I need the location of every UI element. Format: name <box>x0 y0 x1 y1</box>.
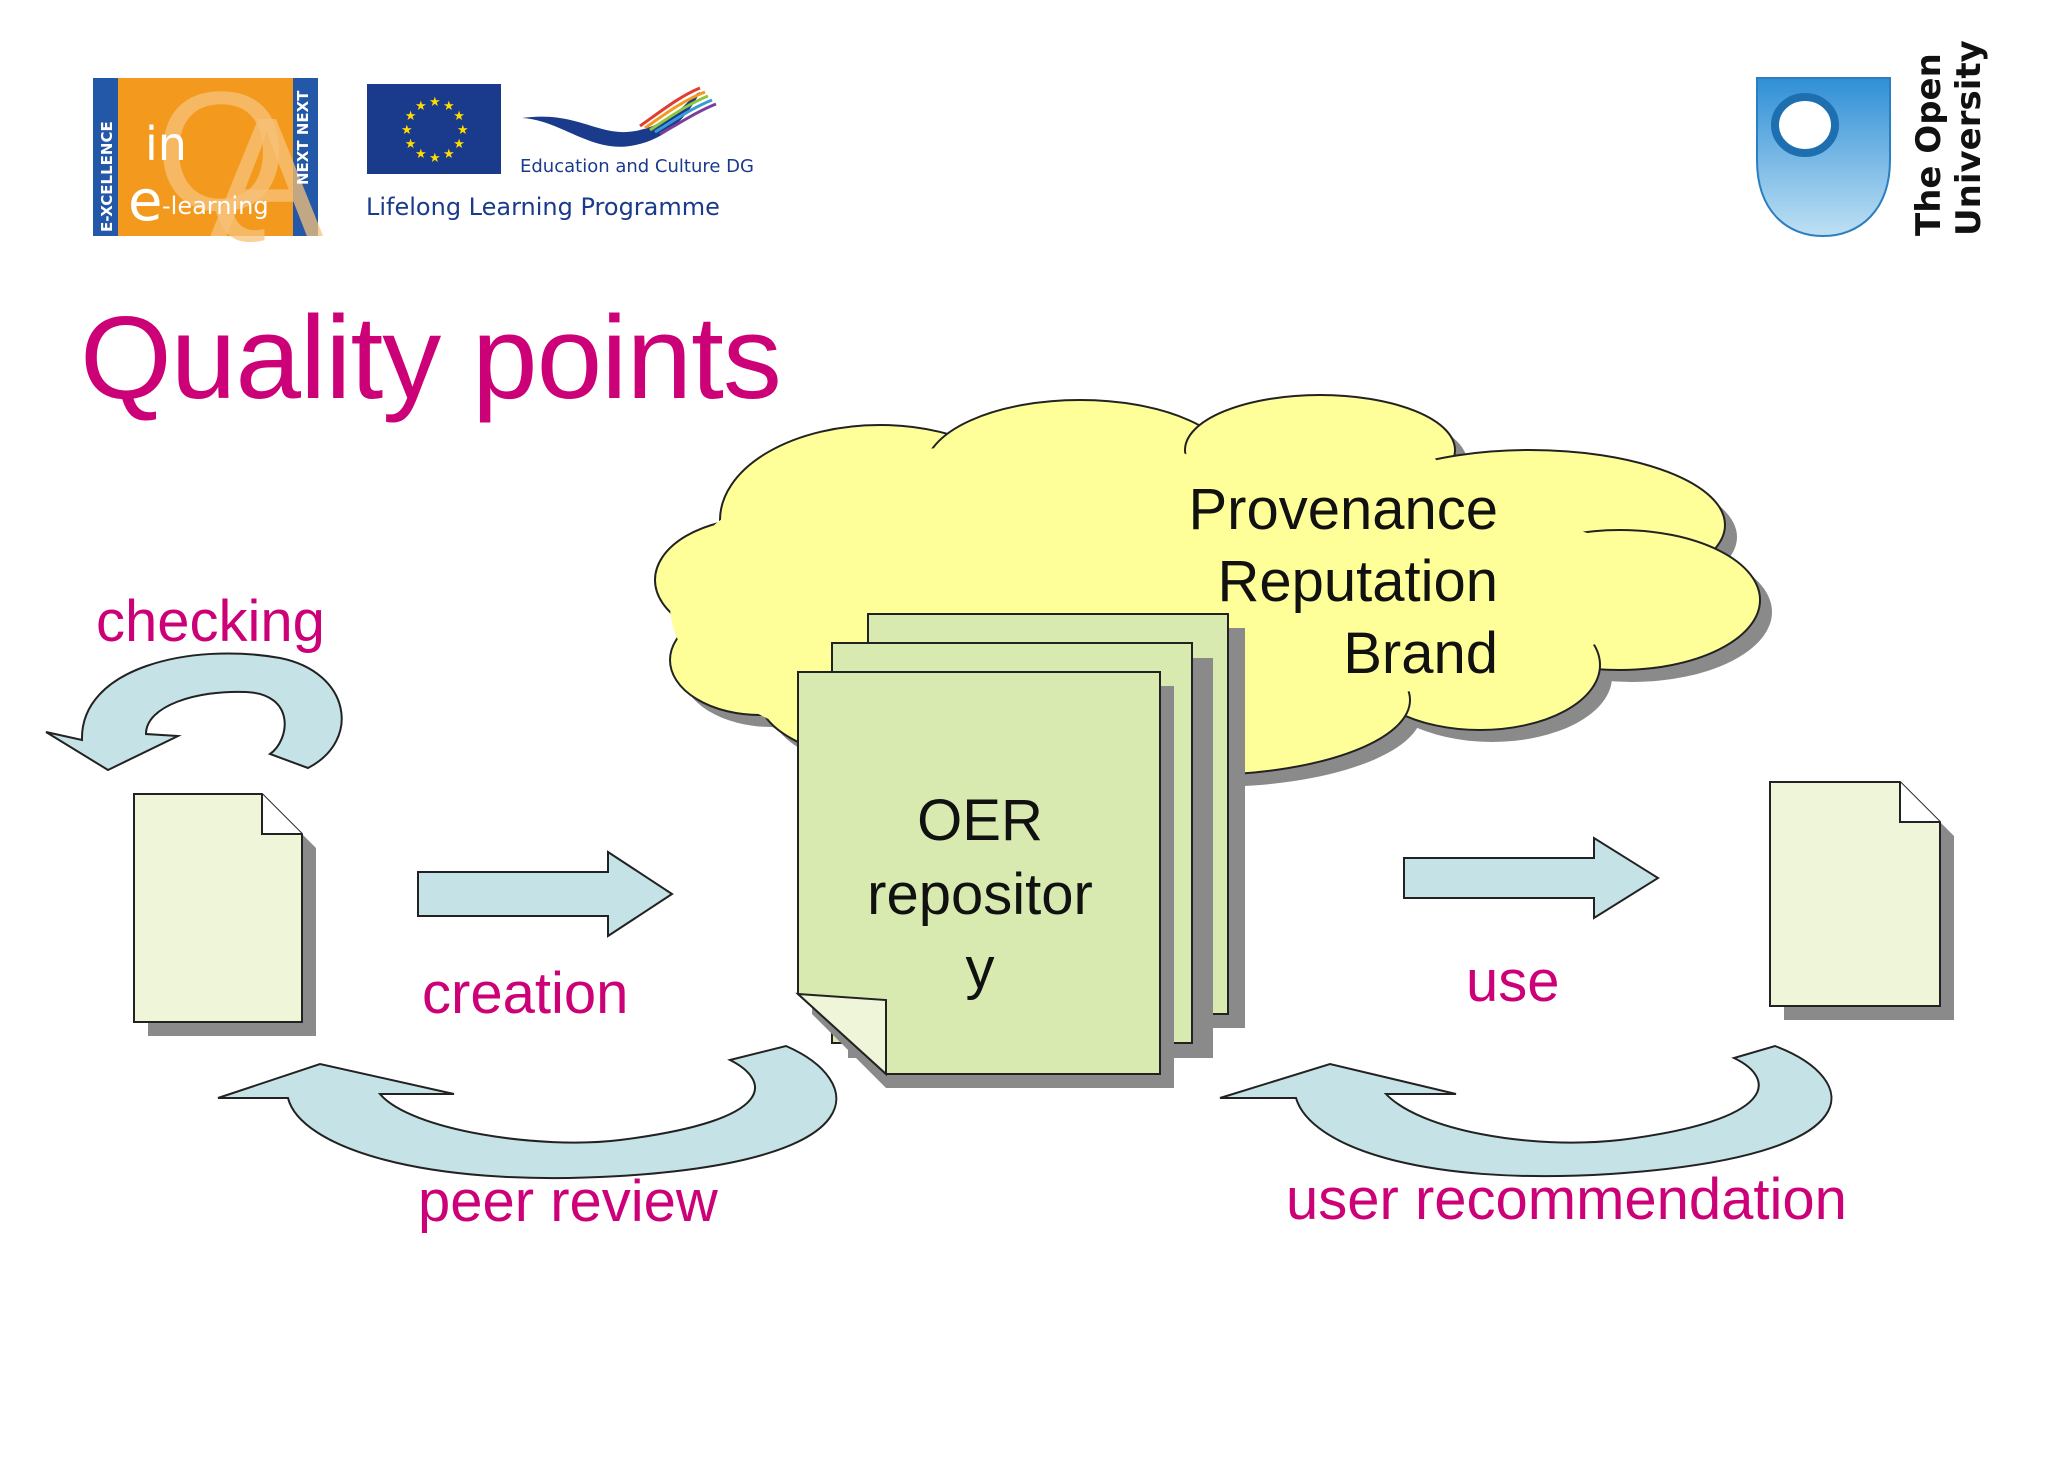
user-recommendation-arrow-icon <box>1219 1044 1833 1178</box>
qa-left-text: E-XCELLENCE <box>98 121 116 232</box>
oer-line-2: repositor <box>867 862 1093 927</box>
eu-star-icon: ★ <box>415 146 427 161</box>
use-label: use <box>1466 949 1560 1014</box>
qa-learning-text: -learning <box>162 192 269 220</box>
checking-loop-arrow-icon <box>45 652 343 772</box>
slide-title: Quality points <box>80 292 782 424</box>
eu-star-icon: ★ <box>443 146 455 161</box>
eu-star-icon: ★ <box>443 98 455 113</box>
use-arrow-icon <box>1403 836 1660 920</box>
eu-star-icon: ★ <box>453 136 465 151</box>
cloud-line-reputation: Reputation <box>1217 549 1498 614</box>
creation-arrow-icon <box>417 850 674 938</box>
eu-star-icon: ★ <box>401 122 413 137</box>
checking-label: checking <box>96 589 325 654</box>
qa-in-text: in <box>145 117 187 171</box>
draft-document-icon <box>133 793 316 1036</box>
cloud-line-provenance: Provenance <box>1188 477 1498 542</box>
published-document-icon <box>1769 781 1954 1020</box>
ou-line1-text: The Open <box>1909 53 1949 236</box>
eu-star-icon: ★ <box>429 150 441 165</box>
education-culture-text: Education and Culture DG <box>520 156 754 177</box>
peer-review-label: peer review <box>418 1169 718 1234</box>
eu-star-icon: ★ <box>415 98 427 113</box>
logo-bar: Q A E-XCELLENCE NEXT NEXT in e -learning… <box>93 40 1989 260</box>
oer-line-3: y <box>965 936 995 1001</box>
ou-line2-text: University <box>1949 40 1989 236</box>
education-culture-swoosh-icon <box>522 86 717 147</box>
peer-review-arrow-icon <box>217 1044 838 1180</box>
qa-right-text: NEXT NEXT <box>294 90 312 185</box>
eu-flag-logo: ★★★★★★★★★★★★ <box>367 84 501 174</box>
eu-star-icon: ★ <box>457 122 469 137</box>
qa-a-letter: A <box>210 83 324 260</box>
eu-star-icon: ★ <box>429 94 441 109</box>
open-university-shield-icon <box>1756 77 1891 238</box>
eu-star-icon: ★ <box>405 108 417 123</box>
eu-star-icon: ★ <box>405 136 417 151</box>
cloud-line-brand: Brand <box>1343 621 1498 686</box>
qa-q-letter: Q <box>155 57 287 247</box>
qa-e-text: e <box>128 169 162 234</box>
qa-elearning-logo: Q A E-XCELLENCE NEXT NEXT in e -learning <box>93 57 324 260</box>
cloud-text: Provenance Reputation Brand <box>1060 474 1498 690</box>
oer-line-1: OER <box>917 788 1043 853</box>
oer-repository-stack <box>795 613 1245 1088</box>
creation-label: creation <box>422 961 629 1026</box>
user-recommendation-label: user recommendation <box>1286 1167 1847 1232</box>
oer-repository-label: OER repositor y <box>838 784 1122 1006</box>
lifelong-learning-text: Lifelong Learning Programme <box>366 193 720 221</box>
eu-star-icon: ★ <box>453 108 465 123</box>
